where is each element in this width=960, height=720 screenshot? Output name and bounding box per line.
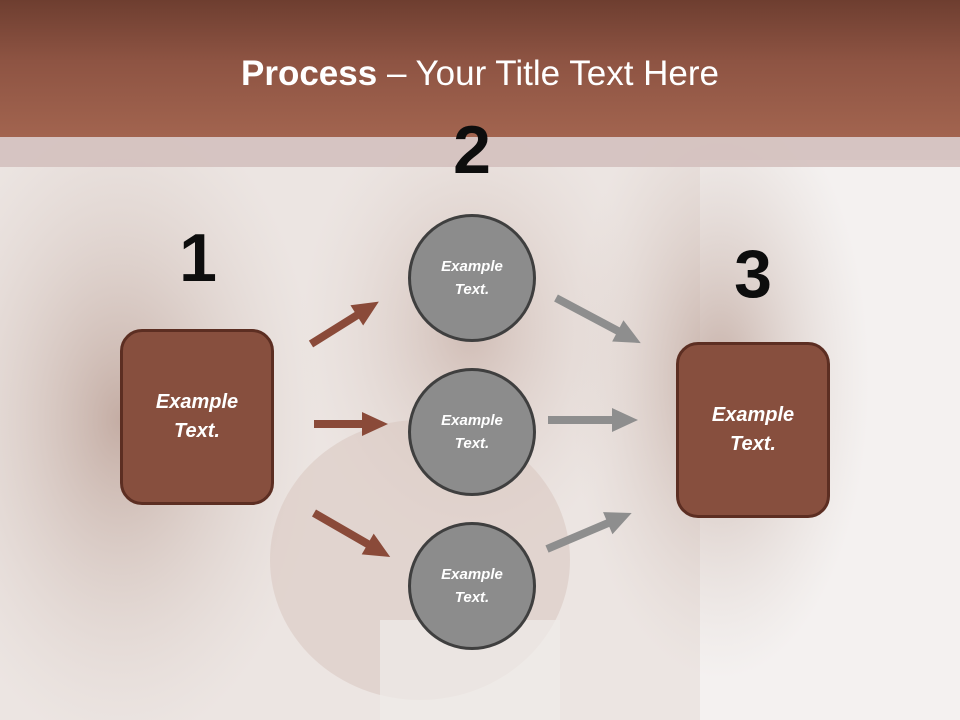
step-number-1: 1 (179, 220, 217, 296)
process-circle-bottom: Example Text. (408, 522, 536, 650)
circle-middle-text: Example Text. (441, 412, 503, 452)
title-bar (0, 0, 960, 137)
process-circle-top: Example Text. (408, 214, 536, 342)
title-bar-band (0, 137, 960, 167)
right-process-box: Example Text. (676, 342, 830, 518)
slide-title: Process – Your Title Text Here (0, 52, 960, 96)
step-number-2: 2 (453, 112, 491, 188)
title-rest: – Your Title Text Here (377, 54, 719, 93)
step-number-3: 3 (734, 236, 772, 312)
left-box-text: Example Text. (155, 391, 239, 442)
circle-top-text: Example Text. (441, 258, 503, 298)
process-circle-middle: Example Text. (408, 368, 536, 496)
title-bold: Process (241, 54, 378, 93)
right-box-text: Example Text. (711, 404, 795, 455)
left-process-box: Example Text. (120, 329, 274, 505)
circle-bottom-text: Example Text. (441, 566, 503, 606)
